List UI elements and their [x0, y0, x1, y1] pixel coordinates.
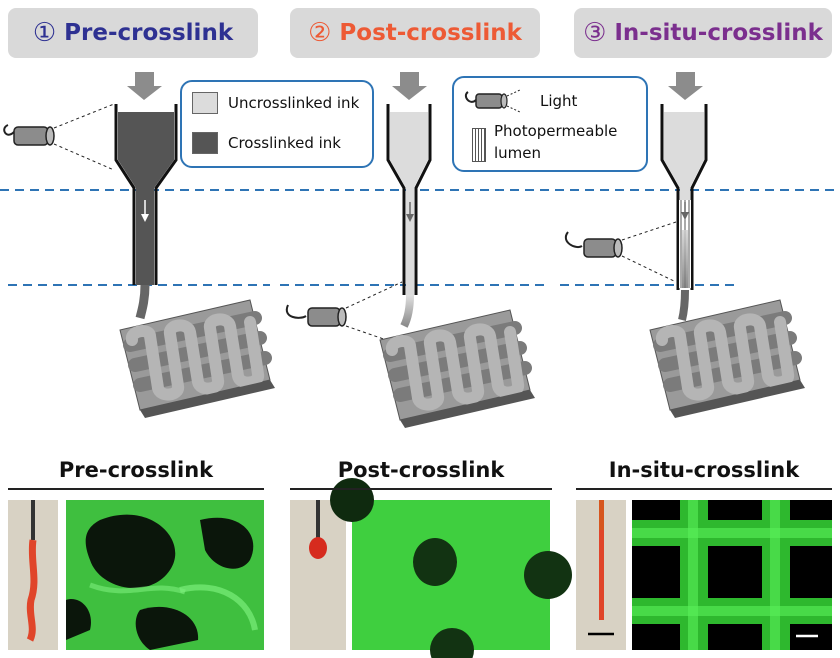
result-title-pre: Pre-crosslink — [58, 458, 214, 482]
result-rule-pre — [8, 488, 264, 490]
legend-row-crosslinked: Crosslinked ink — [192, 132, 341, 154]
photo-pre-fluorescence — [66, 500, 264, 650]
method-label-insitu: In-situ-crosslink — [614, 20, 823, 46]
swatch-crosslinked — [192, 132, 218, 154]
method-label-pre: Pre-crosslink — [64, 20, 234, 46]
legend-light: Light Photopermeable lumen — [452, 76, 648, 172]
method-pill-post: ② Post-crosslink — [290, 8, 540, 58]
light-source-pre — [3, 103, 115, 171]
scaffold-post — [379, 309, 535, 428]
method-pill-pre: ① Pre-crosslink — [8, 8, 258, 58]
result-title-post: Post-crosslink — [337, 458, 505, 482]
method-number-2: ② — [308, 18, 332, 48]
scaffold-insitu — [649, 299, 805, 418]
photo-pre-ink — [8, 500, 58, 650]
legend-label-crosslinked: Crosslinked ink — [228, 134, 341, 152]
method-number-3: ③ — [583, 18, 607, 48]
photo-post-fluorescence — [330, 478, 572, 658]
photo-insitu-ink — [576, 500, 626, 650]
photo-insitu-fluorescence — [632, 500, 832, 650]
legend-label-light: Light — [540, 92, 578, 110]
push-arrow-pre — [127, 72, 162, 100]
method-number-1: ① — [32, 18, 57, 48]
light-source-post — [285, 281, 403, 345]
light-source-insitu — [564, 221, 677, 283]
light-icon — [464, 89, 521, 113]
nozzle-insitu — [660, 72, 708, 321]
legend-label-lumen-1: Photopermeable — [494, 122, 618, 140]
nozzle-post — [386, 72, 432, 328]
legend-ink-states: Uncrosslinked ink Crosslinked ink — [180, 80, 374, 168]
legend-row-uncrosslinked: Uncrosslinked ink — [192, 92, 359, 114]
photo-post-ink — [290, 500, 346, 650]
nozzle-pre — [114, 72, 178, 320]
legend-label-uncrosslinked: Uncrosslinked ink — [228, 94, 360, 112]
result-rule-post — [290, 488, 552, 490]
method-pill-insitu: ③ In-situ-crosslink — [574, 8, 832, 58]
lumen-icon — [472, 128, 486, 162]
scaffold-pre — [119, 299, 275, 418]
result-title-insitu: In-situ-crosslink — [608, 458, 800, 482]
method-label-post: Post-crosslink — [339, 20, 522, 46]
swatch-uncrosslinked — [192, 92, 218, 114]
result-rule-insitu — [576, 488, 832, 490]
legend-label-lumen-2: lumen — [494, 144, 542, 162]
push-arrow-post — [392, 72, 427, 100]
push-arrow-insitu — [668, 72, 703, 100]
